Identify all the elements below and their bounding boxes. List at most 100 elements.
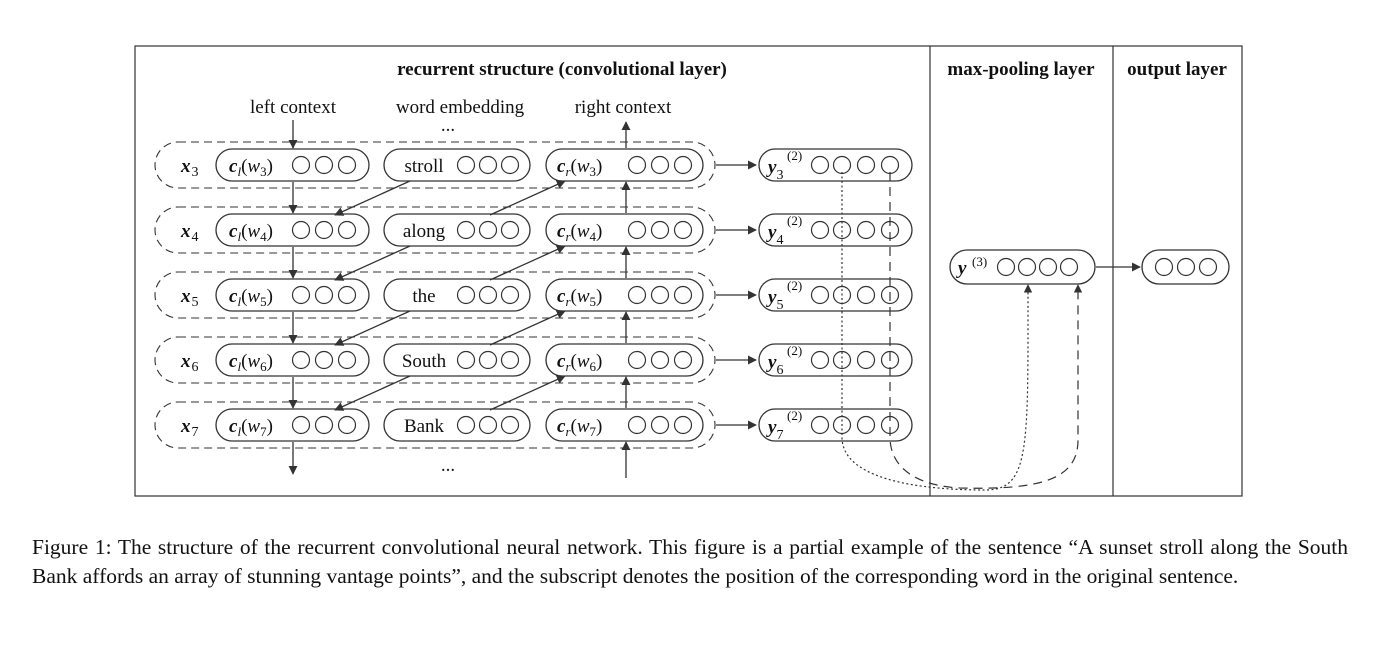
diag-word-to-left-3: [334, 310, 411, 346]
open-paren: (: [241, 416, 247, 437]
right-context-unit-2: [650, 350, 670, 370]
close-paren: ): [596, 351, 602, 372]
c-subscript: r: [565, 164, 571, 179]
w-symbol: w: [577, 286, 590, 307]
latent-unit-2: [832, 350, 852, 370]
maxpool-node: y (3): [949, 249, 1096, 285]
left-context-unit-3: [337, 415, 357, 435]
w-subscript: 4: [590, 229, 597, 244]
close-paren: ): [596, 156, 602, 177]
c-symbol: c: [229, 286, 238, 307]
latent-unit-3: [856, 285, 876, 305]
left-context-unit-2: [314, 155, 334, 175]
close-paren: ): [267, 286, 273, 307]
open-paren: (: [571, 156, 577, 177]
close-paren: ): [267, 221, 273, 242]
c-subscript: r: [565, 294, 571, 309]
x-symbol: x: [180, 416, 191, 437]
c-symbol: c: [557, 351, 566, 372]
c-subscript: r: [565, 359, 571, 374]
open-paren: (: [571, 351, 577, 372]
c-symbol: c: [229, 221, 238, 242]
y-symbol: y: [766, 222, 777, 243]
w-subscript: 3: [590, 164, 597, 179]
right-context-unit-3: [673, 155, 693, 175]
diag-word-to-right-1: [489, 180, 566, 216]
row-frame: [154, 206, 716, 254]
word-unit-1: [456, 155, 476, 175]
word-unit-3: [500, 220, 520, 240]
latent-label: y3: [766, 157, 783, 183]
open-paren: (: [241, 156, 247, 177]
diag-word-to-right-3: [489, 310, 566, 346]
y-superscript: (2): [787, 408, 802, 423]
y3-symbol: y: [956, 258, 967, 279]
x-label: x5: [180, 286, 199, 310]
left-context-unit-2: [314, 415, 334, 435]
left-context-unit-2: [314, 285, 334, 305]
y-symbol: y: [766, 287, 777, 308]
x-symbol: x: [180, 156, 191, 177]
x-symbol: x: [180, 286, 191, 307]
word-unit-1: [456, 220, 476, 240]
dashed-pool-line: [889, 172, 1083, 489]
ellipsis-bottom: ...: [441, 455, 455, 476]
annotation-word-embedding: word embedding: [396, 97, 525, 118]
w-symbol: w: [577, 221, 590, 242]
latent-label: y6: [766, 352, 783, 378]
word-unit-3: [500, 350, 520, 370]
latent-label: y4: [766, 222, 783, 248]
right-context-label: cr(w6): [557, 351, 602, 374]
dotted-pool-line: [841, 172, 1033, 491]
latent-unit-4: [880, 155, 900, 175]
x-subscript: 3: [192, 165, 199, 180]
c-subscript: r: [565, 229, 571, 244]
close-paren: ): [267, 156, 273, 177]
open-paren: (: [241, 351, 247, 372]
latent-label: y5: [766, 287, 783, 313]
header-maxpool: max-pooling layer: [947, 59, 1095, 80]
w-subscript: 5: [590, 294, 597, 309]
w-symbol: w: [247, 156, 260, 177]
header-output: output layer: [1127, 59, 1227, 80]
w-symbol: w: [577, 416, 590, 437]
word-label: stroll: [404, 156, 443, 177]
right-context-label: cr(w5): [557, 286, 602, 309]
y-subscript: 4: [776, 233, 783, 248]
close-paren: ): [596, 221, 602, 242]
w-subscript: 4: [260, 229, 267, 244]
open-paren: (: [241, 221, 247, 242]
right-context-unit-1: [627, 350, 647, 370]
x-subscript: 6: [192, 360, 199, 375]
c-subscript: r: [565, 424, 571, 439]
c-subscript: l: [237, 359, 241, 374]
word-unit-2: [478, 350, 498, 370]
word-unit-1: [456, 285, 476, 305]
diag-word-to-right-2: [489, 245, 566, 281]
row-frame: [154, 336, 716, 384]
ellipsis-top: ...: [441, 115, 455, 136]
open-paren: (: [241, 286, 247, 307]
w-subscript: 6: [260, 359, 267, 374]
left-context-unit-2: [314, 220, 334, 240]
c-symbol: c: [229, 416, 238, 437]
x-subscript: 7: [192, 425, 199, 440]
word-unit-1: [456, 415, 476, 435]
x-symbol: x: [180, 221, 191, 242]
x-subscript: 4: [192, 230, 199, 245]
w-symbol: w: [247, 286, 260, 307]
rcnn-structure-diagram: recurrent structure (convolutional layer…: [134, 45, 1243, 497]
y-symbol: y: [766, 352, 777, 373]
left-context-unit-1: [291, 220, 311, 240]
w-symbol: w: [247, 221, 260, 242]
left-context-label: cl(w6): [229, 351, 273, 374]
right-context-label: cr(w3): [557, 156, 602, 179]
w-subscript: 7: [590, 424, 597, 439]
word-unit-3: [500, 155, 520, 175]
word-label: along: [403, 221, 446, 242]
